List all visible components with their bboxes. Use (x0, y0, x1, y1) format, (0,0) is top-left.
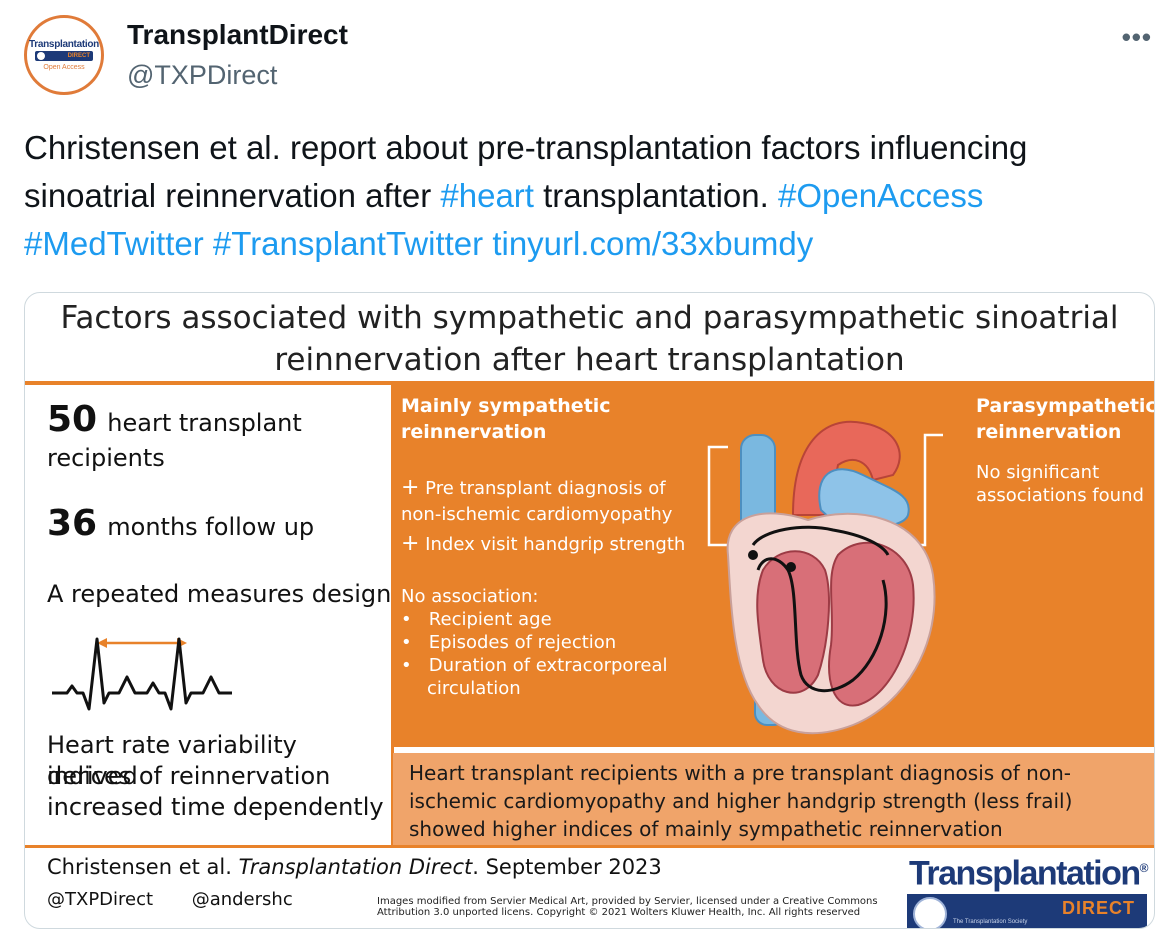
summary-line: Heart transplant recipients with a pre t… (409, 761, 1071, 785)
society-seal-icon (913, 897, 947, 928)
avatar-subtitle: Open Access (43, 64, 85, 71)
plus-item: + Pre transplant diagnosis of non-ischem… (401, 475, 672, 528)
heading-line: reinnervation (401, 421, 547, 443)
plus-icon: + (401, 531, 420, 556)
logo-wordmark: Transplantation (909, 854, 1141, 893)
infographic-title-line: Factors associated with sympathetic and … (60, 300, 1119, 336)
result-line: No significant (976, 462, 1100, 483)
stat-number: 50 (47, 399, 98, 440)
heading-line: reinnervation (976, 421, 1122, 443)
infographic-card[interactable]: Factors associated with sympathetic and … (24, 292, 1155, 929)
tweet-text: Christensen et al. report about pre-tran… (24, 124, 1154, 268)
infographic-title: Factors associated with sympathetic and … (25, 297, 1154, 381)
hashtag-medtwitter[interactable]: #MedTwitter (24, 225, 204, 262)
heading-line: Mainly sympathetic (401, 395, 611, 417)
hashtag-heart[interactable]: #heart (440, 177, 534, 214)
divider (391, 385, 394, 845)
stat-label: heart transplant (107, 409, 302, 437)
tweet-text-part (483, 225, 492, 262)
stat-recipients: 50 heart transplant (47, 399, 302, 440)
logo-registered-mark: ® (1139, 861, 1149, 875)
stat-label: months follow up (107, 513, 315, 541)
list-item: Recipient age (428, 609, 552, 630)
display-name[interactable]: TransplantDirect (127, 19, 348, 50)
more-options-button[interactable]: ••• (1121, 22, 1152, 52)
plus-icon: + (401, 475, 420, 500)
infographic-title-line: reinnervation after heart transplantatio… (274, 342, 905, 378)
footer-handles: @TXPDirect @andershc (47, 889, 293, 910)
avatar-direct-bar: DIRECT (35, 51, 93, 61)
citation-journal: Transplantation Direct (238, 855, 473, 879)
hrv-text-line: increased time dependently (47, 793, 384, 821)
summary-box: Heart transplant recipients with a pre t… (393, 753, 1154, 845)
summary-text: Heart transplant recipients with a pre t… (409, 759, 1149, 843)
ecg-icon (52, 637, 232, 711)
hashtag-transplanttwitter[interactable]: #TransplantTwitter (212, 225, 484, 262)
hrv-text-line: indices of reinnervation (47, 762, 331, 790)
transplantation-direct-logo: Transplantation® The Transplantation Soc… (907, 849, 1149, 928)
credit-line: Attribution 3.0 unported licens. Copyrig… (377, 907, 861, 918)
citation: Christensen et al. Transplantation Direc… (47, 855, 662, 879)
tweet-link[interactable]: tinyurl.com/33xbumdy (492, 225, 814, 262)
parasympathetic-result: No significant associations found (976, 461, 1144, 507)
author-block: TransplantDirect @TXPDirect (127, 18, 348, 92)
hashtag-openaccess[interactable]: #OpenAccess (777, 177, 984, 214)
divider (25, 381, 1154, 385)
user-handle[interactable]: @TXPDirect (127, 60, 278, 90)
logo-society: The Transplantation Society (953, 919, 1028, 926)
divider (25, 845, 1154, 848)
citation-authors: Christensen et al. (47, 855, 232, 879)
list-item: Episodes of rejection (428, 632, 617, 653)
citation-date: . September 2023 (472, 855, 662, 879)
list-item: circulation (427, 678, 521, 699)
result-line: associations found (976, 485, 1144, 506)
stat-follow-up: 36 months follow up (47, 503, 314, 544)
logo-direct: DIRECT (1062, 898, 1135, 919)
summary-line: showed higher indices of mainly sympathe… (409, 817, 1003, 841)
heart-illustration (707, 420, 943, 735)
footer-handle: @TXPDirect (47, 889, 154, 910)
list-item: Duration of extracorporeal (428, 655, 668, 676)
image-credit: Images modified from Servier Medical Art… (377, 896, 907, 918)
tweet-text-part (204, 225, 213, 262)
findings-panel: Mainly sympathetic reinnervation + Pre t… (393, 385, 1155, 747)
plus-item: + Index visit handgrip strength (401, 531, 685, 558)
credit-line: Images modified from Servier Medical Art… (377, 896, 878, 907)
stat-number: 36 (47, 503, 98, 544)
sympathetic-heading: Mainly sympathetic reinnervation (401, 393, 611, 445)
hrv-text-line: Heart rate variability derived (47, 731, 297, 790)
left-panel: 50 heart transplant recipients 36 months… (25, 385, 393, 845)
item-text: non-ischemic cardiomyopathy (401, 504, 673, 525)
parasympathetic-heading: Parasympathetic reinnervation (976, 393, 1155, 445)
no-association-list: No association: • Recipient age • Episod… (401, 586, 668, 699)
tweet-text-part: Christensen et al. report about pre-tran… (24, 129, 1028, 214)
item-text: Pre transplant diagnosis of (425, 478, 666, 499)
tweet-text-part: transplantation. (533, 177, 778, 214)
item-text: Index visit handgrip strength (425, 534, 686, 555)
stat-label-cont: recipients (47, 444, 165, 472)
summary-line: ischemic cardiomyopathy and higher handg… (409, 789, 1073, 813)
footer-handle: @andershc (191, 889, 293, 910)
avatar[interactable]: Transplantation DIRECT Open Access (24, 15, 104, 95)
avatar-direct: DIRECT (67, 53, 90, 59)
heading-line: Parasympathetic (976, 395, 1155, 417)
no-association-heading: No association: (401, 586, 539, 607)
design-text: A repeated measures design (47, 580, 392, 608)
avatar-title: Transplantation (29, 39, 99, 50)
